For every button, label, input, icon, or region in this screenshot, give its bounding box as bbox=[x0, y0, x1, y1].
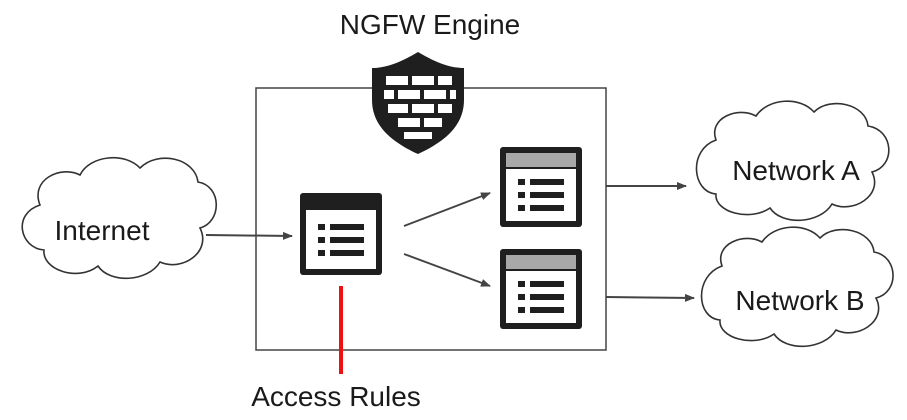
network-b-label: Network B bbox=[735, 285, 864, 316]
network-a-cloud: Network A bbox=[695, 100, 890, 222]
access-rules-label: Access Rules bbox=[251, 381, 421, 412]
network-b-cloud: Network B bbox=[700, 226, 894, 348]
arrow-internet-to-policy bbox=[205, 231, 293, 240]
internet-cloud: Internet bbox=[21, 156, 218, 280]
arrow-policy-to-sub-a bbox=[403, 192, 491, 227]
sub-policy-a-icon bbox=[500, 147, 582, 227]
engine-title: NGFW Engine bbox=[340, 9, 521, 40]
internet-label: Internet bbox=[55, 215, 150, 246]
sub-policy-b-icon bbox=[500, 249, 582, 329]
network-a-label: Network A bbox=[732, 155, 860, 186]
firewall-shield-icon bbox=[372, 52, 464, 154]
arrow-sub-b-to-network-b bbox=[605, 293, 695, 302]
arrow-policy-to-sub-b bbox=[403, 253, 491, 287]
main-policy-icon bbox=[300, 193, 382, 275]
